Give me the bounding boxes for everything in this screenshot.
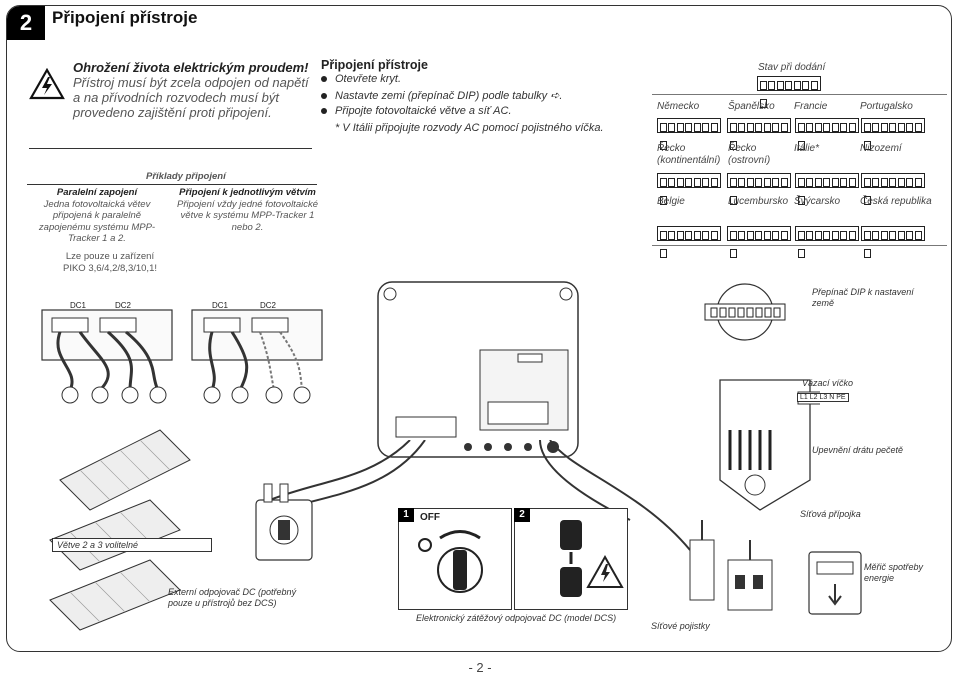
country-label: Belgie <box>657 196 685 207</box>
default-state-label: Stav při dodání <box>758 62 826 73</box>
instructions-title: Připojení přístroje <box>321 58 428 72</box>
dip-country <box>861 173 925 205</box>
instruction-note: * V Itálii připojujte rozvody AC pomocí … <box>335 122 604 134</box>
grid-label: Síťová přípojka <box>800 509 861 519</box>
country-label: Řecko (ostrovní) <box>728 143 771 166</box>
dip-country <box>727 173 791 205</box>
dip-switch-callout <box>704 283 786 341</box>
dip-country <box>795 173 859 205</box>
dip-country <box>795 118 859 150</box>
inverter-illustration <box>377 281 579 458</box>
parallel-text: Jedna fotovoltaická větev připojená k pa… <box>38 198 156 245</box>
terminal-label: L1 L2 L3 N PE <box>797 393 849 402</box>
grid-fuses-illustration <box>689 520 773 611</box>
instruction-step: Nastavte zemi (přepínač DIP) podle tabul… <box>321 89 562 102</box>
dip-country <box>795 226 859 258</box>
warning-text: Přístroj musí být zcela odpojen od napět… <box>73 75 309 120</box>
dip-country <box>727 226 791 258</box>
page-title: Připojení přístroje <box>52 8 198 27</box>
divider <box>29 148 312 149</box>
step-1-badge: 1 <box>398 508 414 522</box>
parallel-connection-illustration <box>41 309 173 404</box>
divider <box>652 94 947 95</box>
country-label: Španělsko <box>728 101 775 112</box>
country-label: Lucembursko <box>728 196 789 207</box>
external-dc-switch-illustration <box>255 483 313 561</box>
dcs-label: Elektronický zátěžový odpojovač DC (mode… <box>416 613 617 623</box>
country-label: Francie <box>794 101 828 112</box>
ext-switch-label: Externí odpojovač DC (potřebný pouze u p… <box>168 587 297 608</box>
single-example: Připojení k jednotlivým větvím Připojení… <box>175 187 320 233</box>
instruction-step: Připojte fotovoltaické větve a síť AC. <box>321 105 512 117</box>
strings-label: Větve 2 a 3 volitelné <box>52 538 212 552</box>
dip-country <box>727 118 791 150</box>
dip-country <box>657 226 721 258</box>
dcs-switch-icon <box>418 530 483 593</box>
parallel-example: Paralelní zapojení Jedna fotovoltaická v… <box>27 187 167 245</box>
dc-plug-warning-icon <box>560 520 624 597</box>
dip-country <box>657 118 721 150</box>
instruction-step: Otevřete kryt. <box>321 73 401 85</box>
dip-switch-label: Přepínač DIP k nastavení země <box>812 287 914 308</box>
single-connection-illustration <box>191 309 323 404</box>
country-label: Portugalsko <box>860 101 913 112</box>
bullet-icon <box>321 76 327 83</box>
section-number: 2 <box>7 6 45 40</box>
dip-country <box>861 118 925 150</box>
solar-panels-illustration <box>49 429 191 631</box>
country-label: Řecko (kontinentální) <box>657 143 721 166</box>
country-label: Itálie* <box>794 143 820 154</box>
dc2-label: DC2 <box>260 301 277 310</box>
seal-label: Upevnění drátu pečetě <box>812 445 904 455</box>
dc2-label: DC2 <box>115 301 132 310</box>
dip-country <box>657 173 721 205</box>
country-label: Švýcarsko <box>794 196 841 207</box>
country-label: Německo <box>657 101 700 112</box>
warning-title: Ohrožení života elektrickým proudem! <box>73 60 309 75</box>
meter-label: Měřič spotřeby energie <box>864 562 924 583</box>
bullet-icon <box>321 108 327 115</box>
cover-label: Vázací víčko <box>802 378 854 388</box>
single-title: Připojení k jednotlivým větvím <box>179 187 316 198</box>
warning-lightning-icon <box>29 68 65 100</box>
parallel-title: Paralelní zapojení <box>56 187 138 198</box>
country-label: Nizozemí <box>860 143 902 154</box>
page-number: - 2 - <box>468 660 492 675</box>
model-note: Lze pouze u zařízení PIKO 3,6/4,2/8,3/10… <box>62 251 157 274</box>
examples-title: Příklady připojení <box>146 171 226 182</box>
divider <box>27 184 317 185</box>
dc1-label: DC1 <box>212 301 229 310</box>
off-label: OFF <box>420 512 440 523</box>
fuses-label: Síťové pojistky <box>651 621 710 631</box>
bullet-icon <box>321 93 327 100</box>
dip-default <box>757 76 821 108</box>
dc1-label: DC1 <box>70 301 87 310</box>
warning-block: Ohrožení života elektrickým proudem! Pří… <box>73 60 311 144</box>
step-2-badge: 2 <box>514 508 530 522</box>
page-frame <box>6 5 952 652</box>
country-label: Česká republika <box>860 196 932 207</box>
dip-country <box>861 226 925 258</box>
single-text: Připojení vždy jedné fotovoltaické větve… <box>177 198 318 233</box>
divider <box>652 245 947 246</box>
energy-meter-icon <box>808 551 862 615</box>
